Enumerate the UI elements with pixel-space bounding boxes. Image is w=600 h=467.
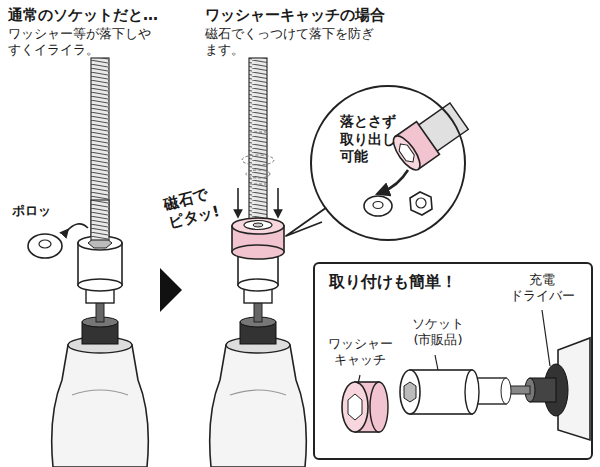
illustration-part xyxy=(249,132,267,184)
column-heading: ワッシャーキャッチの場合 xyxy=(205,6,385,25)
illustration-part xyxy=(52,345,149,467)
column-heading: 通常のソケットだと… xyxy=(8,6,158,25)
illustration-part xyxy=(416,198,426,208)
illustration-part xyxy=(237,188,239,214)
part-name: ワッシャー キャッチ xyxy=(318,336,402,369)
illustration-part xyxy=(232,245,284,259)
illustration-part xyxy=(364,196,392,216)
column-note: ワッシャー等が落下しやすくイライラ。 xyxy=(8,26,158,59)
part-name: ソケット (市販品) xyxy=(398,316,478,349)
illustration-part xyxy=(542,310,550,366)
step-arrow xyxy=(160,268,182,312)
illustration-part xyxy=(348,394,362,420)
inset-scene xyxy=(313,262,593,460)
node-text: 落とさず 取り出し 可能 xyxy=(340,113,418,166)
illustration-part xyxy=(28,234,62,258)
illustration-part xyxy=(277,188,279,214)
illustration-part xyxy=(370,382,388,432)
illustration-part xyxy=(230,390,286,395)
illustration-part xyxy=(91,58,109,248)
illustration-part xyxy=(249,58,267,224)
illustration-part xyxy=(396,141,417,165)
illustration-part xyxy=(400,370,420,414)
illustration-part xyxy=(435,355,438,370)
illustration-part xyxy=(242,155,274,165)
illustration-part xyxy=(382,170,408,192)
callout-scene xyxy=(286,85,471,239)
illustration-part xyxy=(246,170,270,178)
illustration-part xyxy=(66,224,88,232)
illustration-part xyxy=(39,240,51,248)
illustration-part xyxy=(389,100,471,174)
illustration-part xyxy=(358,375,360,384)
illustration-part xyxy=(253,223,263,227)
illustration-part xyxy=(78,279,122,291)
illustration-part xyxy=(72,390,128,395)
illustration-part xyxy=(313,262,593,460)
illustration-part xyxy=(404,382,416,402)
illustration-part xyxy=(232,218,284,234)
part-name: 充電 ドライバー xyxy=(500,272,584,305)
illustration-part xyxy=(91,200,109,240)
illustration-part xyxy=(465,370,479,414)
column-note: 磁石でくっつけて落下を防ぎます。 xyxy=(205,26,383,59)
sound-word: ポロッ xyxy=(12,203,51,219)
illustration-part xyxy=(501,378,511,404)
illustration-part xyxy=(373,202,383,209)
illustration-part xyxy=(410,192,432,215)
node-text: 取り付けも簡単！ xyxy=(329,272,457,292)
illustration-part xyxy=(238,279,278,291)
normal-socket-scene xyxy=(28,58,148,467)
callout-circle: 落とさず 取り出し 可能 xyxy=(310,85,466,241)
illustration-part xyxy=(286,205,330,236)
emphasis-text: 磁石で ピタッ! xyxy=(162,179,239,232)
illustration-part xyxy=(342,382,368,432)
illustration-part xyxy=(210,345,307,467)
washer-catch-scene xyxy=(210,58,307,467)
illustration-part xyxy=(244,221,272,230)
